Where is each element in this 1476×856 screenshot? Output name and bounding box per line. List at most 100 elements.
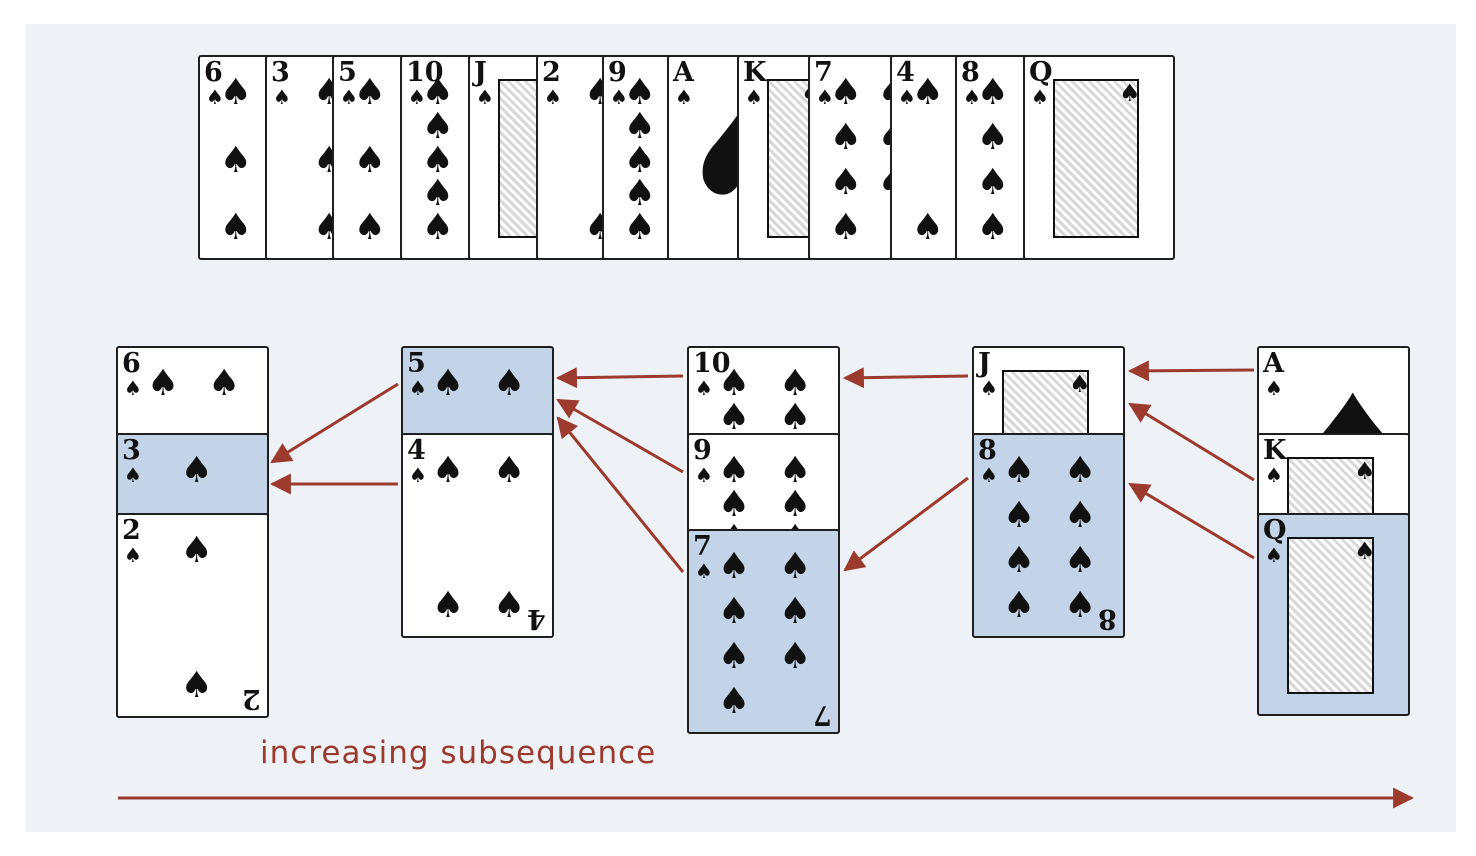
arrow-j-to-10 [842, 367, 969, 389]
spade-icon: ♠ [1354, 537, 1376, 565]
card-rank-corner: 8 [1098, 603, 1117, 634]
spade-icon: ♠ [180, 450, 213, 491]
arrow-a-to-j [1127, 360, 1255, 382]
card-rank: 7 [814, 57, 833, 88]
spade-icon: ♠ [1265, 543, 1283, 567]
spade-icon: ♠ [1002, 585, 1036, 626]
spade-icon: ♠ [1002, 540, 1036, 581]
card-rank: J [978, 348, 991, 379]
spade-icon: ♠ [1354, 457, 1376, 485]
spade-icon: ♠ [980, 463, 998, 487]
spade-icon: ♠ [1002, 495, 1036, 536]
card-rank: K [743, 57, 767, 88]
spade-icon: ♠ [1069, 370, 1091, 398]
spade-icon: ♠ [779, 483, 812, 525]
card-rank: 6 [204, 57, 223, 88]
spade-icon: ♠ [980, 376, 998, 400]
spade-icon: ♠ [610, 85, 628, 109]
arrow-10-to-5 [555, 367, 684, 389]
card-rank-corner: 7 [813, 699, 832, 730]
card-rank: Q [1263, 515, 1287, 546]
card-4: 4♠♠♠♠♠4 [401, 433, 554, 638]
spade-icon: ♠ [976, 207, 1009, 248]
spade-icon: ♠ [493, 363, 526, 404]
spade-icon: ♠ [717, 681, 751, 722]
spade-icon: ♠ [1031, 85, 1049, 109]
spade-icon: ♠ [623, 173, 656, 215]
spade-icon: ♠ [1002, 450, 1036, 491]
spade-icon: ♠ [493, 450, 526, 491]
card-rank: 6 [122, 348, 141, 379]
spade-icon: ♠ [493, 585, 526, 626]
card-8: 8♠♠♠♠♠♠♠♠♠8 [972, 433, 1125, 638]
spade-icon: ♠ [431, 363, 465, 404]
card-rank: 9 [608, 57, 627, 88]
face-card-portrait [1053, 79, 1139, 238]
spade-icon: ♠ [431, 585, 465, 626]
spade-icon: ♠ [340, 85, 358, 109]
spade-icon: ♠ [273, 85, 291, 109]
arrow-q-to-8 [1128, 482, 1255, 560]
card-rank: 4 [896, 57, 915, 88]
spade-icon: ♠ [1064, 540, 1097, 581]
spade-icon: ♠ [745, 85, 763, 109]
spade-icon: ♠ [431, 450, 465, 491]
spade-icon: ♠ [146, 363, 180, 404]
spade-icon: ♠ [816, 85, 834, 109]
spade-icon: ♠ [1064, 495, 1097, 536]
spade-icon: ♠ [1265, 376, 1283, 400]
spade-icon: ♠ [353, 72, 386, 113]
spade-icon: ♠ [911, 72, 944, 113]
spade-icon: ♠ [779, 450, 812, 491]
card-rank: Q [1029, 57, 1053, 88]
spade-icon: ♠ [779, 396, 812, 438]
card-rank: 5 [338, 57, 357, 88]
spade-icon: ♠ [421, 105, 454, 147]
spade-icon: ♠ [1119, 79, 1141, 107]
caption-label: increasing subsequence [260, 735, 657, 771]
spade-icon: ♠ [544, 85, 562, 109]
spade-icon: ♠ [976, 72, 1009, 113]
card-rank: K [1263, 435, 1287, 466]
spade-icon: ♠ [219, 72, 252, 113]
card-rank: 8 [978, 435, 997, 466]
spade-icon: ♠ [353, 207, 386, 248]
spade-icon: ♠ [208, 363, 241, 404]
spade-icon: ♠ [695, 376, 713, 400]
card-rank: 8 [961, 57, 980, 88]
card-rank: 10 [693, 348, 731, 379]
spade-icon: ♠ [421, 207, 454, 248]
spade-icon: ♠ [717, 546, 751, 587]
arrow-5-to-3 [270, 382, 399, 464]
card-rank: 3 [271, 57, 290, 88]
spade-icon: ♠ [623, 139, 656, 181]
spade-icon: ♠ [408, 85, 426, 109]
spade-icon: ♠ [124, 463, 142, 487]
arrow-k-to-j [1128, 402, 1255, 482]
card-rank-corner: 2 [242, 683, 261, 714]
spade-icon: ♠ [829, 207, 862, 248]
spade-icon: ♠ [1064, 450, 1097, 491]
spade-icon: ♠ [180, 665, 213, 706]
spade-icon: ♠ [976, 117, 1009, 158]
spade-icon: ♠ [717, 363, 751, 404]
card-q: Q♠♠ [1023, 55, 1175, 260]
spade-icon: ♠ [623, 207, 656, 248]
arrow-8-to-7 [843, 476, 969, 572]
card-rank: 9 [693, 435, 712, 466]
card-rank: 7 [693, 531, 712, 562]
spade-icon: ♠ [695, 559, 713, 583]
spade-icon: ♠ [717, 483, 751, 525]
spade-icon: ♠ [963, 85, 981, 109]
spade-icon: ♠ [409, 376, 427, 400]
spade-icon: ♠ [1064, 585, 1097, 626]
card-rank: J [474, 57, 487, 88]
spade-icon: ♠ [717, 636, 751, 677]
arrow-7-to-5 [556, 416, 685, 573]
face-card-portrait [1287, 537, 1374, 694]
spade-icon: ♠ [623, 105, 656, 147]
spade-icon: ♠ [717, 396, 751, 438]
spade-icon: ♠ [675, 85, 693, 109]
spade-icon: ♠ [829, 117, 862, 158]
